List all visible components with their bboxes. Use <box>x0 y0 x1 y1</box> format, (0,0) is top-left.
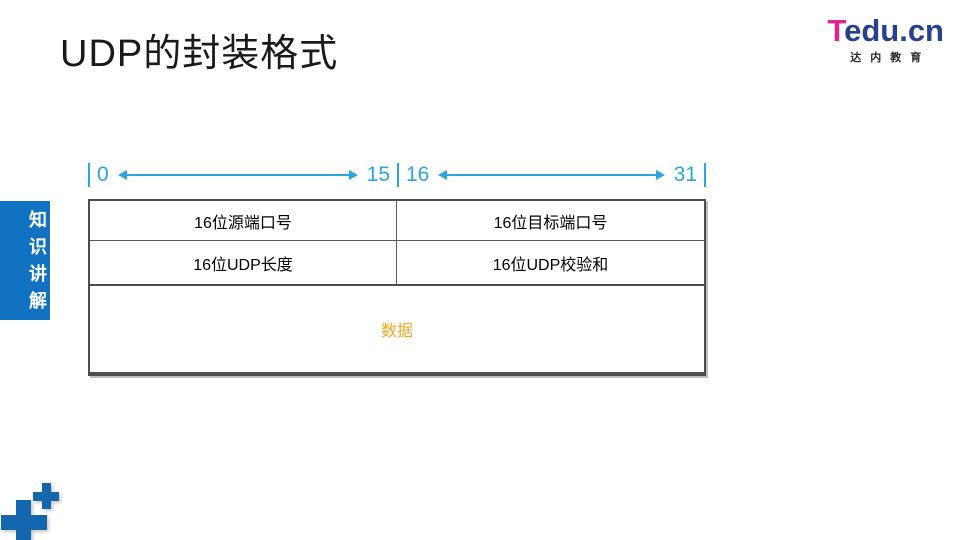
bit-label-16: 16 <box>406 163 430 186</box>
brand-logo-t: T <box>827 13 845 48</box>
bit-ruler-left-half: 0 15 <box>88 161 397 189</box>
ruler-tick <box>704 163 706 187</box>
bit-label-15: 15 <box>366 163 390 186</box>
plus-icon <box>33 483 59 509</box>
bit-label-0: 0 <box>97 163 109 186</box>
double-arrow-icon <box>440 174 663 176</box>
ruler-tick <box>397 163 399 187</box>
page-title: UDP的封装格式 <box>60 33 339 75</box>
field-source-port: 16位源端口号 <box>90 201 397 241</box>
field-dest-port: 16位目标端口号 <box>397 201 704 241</box>
double-arrow-icon <box>119 174 356 176</box>
brand-logo-rest: edu.cn <box>844 13 944 48</box>
side-tab-knowledge: 知识讲解 <box>0 201 50 320</box>
field-data: 数据 <box>380 323 413 340</box>
brand-logo: Tedu.cn 达内教育 <box>827 14 944 65</box>
plus-icon <box>1 500 47 540</box>
bit-label-31: 31 <box>673 163 697 186</box>
plus-icon-bar <box>42 483 51 509</box>
field-udp-length: 16位UDP长度 <box>90 241 397 286</box>
udp-packet-table: 16位源端口号 16位目标端口号 16位UDP长度 16位UDP校验和 数据 <box>88 199 706 376</box>
field-udp-checksum: 16位UDP校验和 <box>397 241 704 286</box>
ruler-tick <box>88 163 90 187</box>
brand-logo-text: Tedu.cn <box>827 14 944 48</box>
plus-icon-bar <box>16 500 31 540</box>
bit-ruler: 0 15 16 31 <box>88 161 706 189</box>
bit-ruler-right-half: 16 31 <box>397 161 706 189</box>
brand-logo-subtitle: 达内教育 <box>850 52 931 64</box>
